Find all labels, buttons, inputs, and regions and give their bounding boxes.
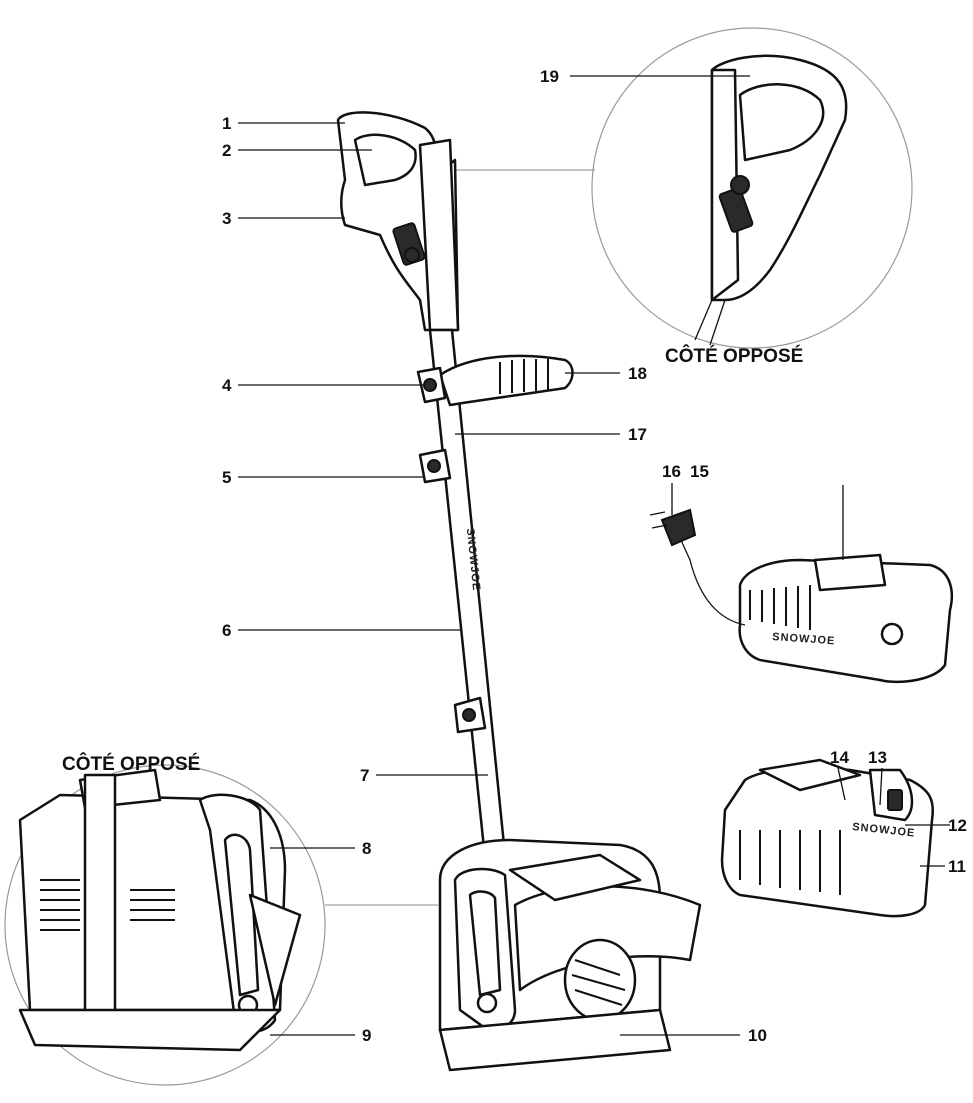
callout-4: 4: [222, 376, 232, 395]
knobs: [416, 366, 487, 734]
callout-5: 5: [222, 468, 231, 487]
charger: SNOWJOE: [649, 485, 954, 684]
auger: [563, 938, 637, 1022]
callout-11: 11: [948, 857, 966, 876]
callout-8: 8: [362, 839, 371, 858]
callout-labels: 1 2 3 4 5 6 7 8 9 10 11 12 13 14 15 16 1…: [222, 67, 967, 1045]
callout-9: 9: [362, 1026, 371, 1045]
callout-18: 18: [628, 364, 647, 383]
bottom-detail-label: CÔTÉ OPPOSÉ: [62, 753, 200, 775]
handle-detail-circle: [448, 27, 913, 349]
callout-16: 16: [662, 462, 681, 481]
main-handle: [336, 111, 460, 332]
callout-19: 19: [540, 67, 559, 86]
shovel-head: [438, 838, 702, 1072]
leader-lines: [238, 75, 950, 1036]
callout-10: 10: [748, 1026, 767, 1045]
top-detail-label: CÔTÉ OPPOSÉ: [665, 345, 803, 367]
callout-6: 6: [222, 621, 231, 640]
shaft: SNOWJOE: [428, 328, 507, 860]
callout-13: 13: [868, 748, 887, 767]
charger-brand-text: SNOWJOE: [772, 631, 836, 647]
battery: SNOWJOE: [720, 758, 934, 918]
shovel-detail-circle: [4, 764, 438, 1086]
callout-17: 17: [628, 425, 647, 444]
callout-2: 2: [222, 141, 231, 160]
auxiliary-handle: [438, 354, 574, 407]
callout-1: 1: [222, 114, 231, 133]
callout-14: 14: [830, 748, 849, 767]
callout-15: 15: [690, 462, 709, 481]
callout-7: 7: [360, 766, 369, 785]
callout-3: 3: [222, 209, 231, 228]
callout-12: 12: [948, 816, 967, 835]
